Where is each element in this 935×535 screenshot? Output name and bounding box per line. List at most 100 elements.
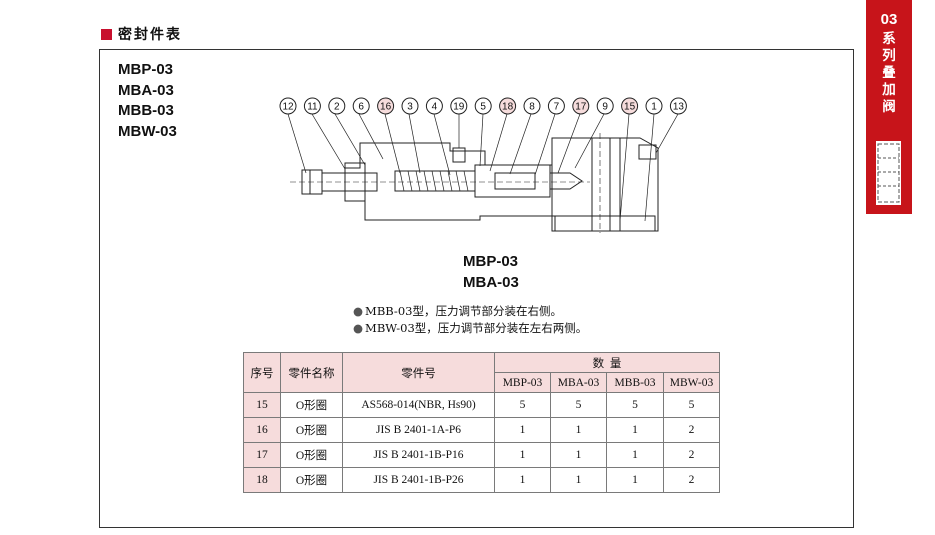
chapter-title: 系 列 叠 加 阀 bbox=[866, 31, 912, 116]
chapter-title-char: 加 bbox=[882, 82, 896, 98]
row-qty: 5 bbox=[663, 392, 720, 418]
callout-17: 17 bbox=[572, 97, 590, 115]
header-qty-mbb: MBB-03 bbox=[606, 372, 664, 393]
header-no: 序号 bbox=[243, 352, 281, 393]
row-name: O形圈 bbox=[280, 467, 343, 493]
row-qty: 2 bbox=[663, 417, 720, 443]
figure-label-mba: MBA-03 bbox=[463, 273, 519, 291]
callout-label: 17 bbox=[575, 102, 587, 113]
seal-parts-table: 序号 零件名称 零件号 数 量 MBP-03 MBA-03 MBB-03 MBW… bbox=[243, 352, 720, 493]
table-row: 17 O形圈 JIS B 2401-1B-P16 1 1 1 2 bbox=[243, 442, 720, 468]
table-row: 15 O形圈 AS568-014(NBR, Hs90) 5 5 5 5 bbox=[243, 392, 720, 418]
row-name: O形圈 bbox=[280, 442, 343, 468]
row-qty: 1 bbox=[606, 442, 664, 468]
callout-7: 7 bbox=[547, 97, 565, 115]
callout-label: 2 bbox=[334, 102, 340, 113]
callout-label: 12 bbox=[282, 102, 294, 113]
callout-13: 13 bbox=[669, 97, 687, 115]
row-part: AS568-014(NBR, Hs90) bbox=[342, 392, 495, 418]
callout-1: 1 bbox=[645, 97, 663, 115]
header-part-number: 零件号 bbox=[342, 352, 495, 393]
note-item: ●MBB-03型，压力调节部分装在右侧。 bbox=[353, 303, 587, 320]
callout-label: 6 bbox=[358, 102, 364, 113]
note-mbb: MBB-03型，压力调节部分装在右侧。 bbox=[365, 304, 562, 318]
note-mbw: MBW-03型，压力调节部分装在左右两侧。 bbox=[365, 321, 588, 335]
chapter-title-char: 系 bbox=[882, 31, 896, 47]
chapter-title-char: 列 bbox=[882, 48, 896, 64]
callout-label: 15 bbox=[624, 102, 636, 113]
callout-12: 12 bbox=[279, 97, 297, 115]
callout-label: 5 bbox=[480, 102, 486, 113]
callout-label: 18 bbox=[502, 102, 514, 113]
callout-label: 19 bbox=[453, 102, 465, 113]
figure-label: MBP-03 MBA-03 bbox=[463, 252, 519, 293]
row-no: 15 bbox=[243, 392, 281, 418]
section-title: 密封件表 bbox=[118, 27, 182, 43]
row-qty: 5 bbox=[606, 392, 664, 418]
note-item: ●MBW-03型，压力调节部分装在左右两侧。 bbox=[353, 320, 587, 337]
row-qty: 1 bbox=[606, 417, 664, 443]
row-part: JIS B 2401-1B-P26 bbox=[342, 467, 495, 493]
row-qty: 1 bbox=[494, 417, 551, 443]
row-qty: 2 bbox=[663, 467, 720, 493]
callout-label: 1 bbox=[651, 102, 657, 113]
callout-19: 19 bbox=[450, 97, 468, 115]
chapter-index-box bbox=[876, 141, 901, 205]
row-qty: 1 bbox=[606, 467, 664, 493]
model-mbw: MBW-03 bbox=[118, 122, 177, 140]
table-row: 16 O形圈 JIS B 2401-1A-P6 1 1 1 2 bbox=[243, 417, 720, 443]
content-frame bbox=[99, 49, 854, 528]
callout-label: 8 bbox=[529, 102, 535, 113]
callout-4: 4 bbox=[425, 97, 443, 115]
chapter-side-tab: 03 系 列 叠 加 阀 bbox=[866, 0, 912, 214]
callout-16: 16 bbox=[377, 97, 395, 115]
row-qty: 1 bbox=[550, 417, 607, 443]
header-quantity: 数 量 bbox=[494, 352, 720, 373]
callout-18: 18 bbox=[499, 97, 517, 115]
row-part: JIS B 2401-1A-P6 bbox=[342, 417, 495, 443]
bullet-icon: ● bbox=[353, 321, 364, 335]
table-row: 18 O形圈 JIS B 2401-1B-P26 1 1 1 2 bbox=[243, 467, 720, 493]
callout-label: 16 bbox=[380, 102, 392, 113]
callout-label: 3 bbox=[407, 102, 413, 113]
row-no: 18 bbox=[243, 467, 281, 493]
notes: ●MBB-03型，压力调节部分装在右侧。 ●MBW-03型，压力调节部分装在左右… bbox=[353, 303, 587, 337]
row-no: 16 bbox=[243, 417, 281, 443]
callout-3: 3 bbox=[401, 97, 419, 115]
row-qty: 2 bbox=[663, 442, 720, 468]
callout-label: 4 bbox=[432, 102, 438, 113]
callout-label: 7 bbox=[554, 102, 560, 113]
model-mba: MBA-03 bbox=[118, 81, 174, 99]
chapter-title-char: 叠 bbox=[882, 65, 896, 81]
header-qty-mbw: MBW-03 bbox=[663, 372, 720, 393]
callout-5: 5 bbox=[474, 97, 492, 115]
header-part-name: 零件名称 bbox=[280, 352, 343, 393]
header-qty-mba: MBA-03 bbox=[550, 372, 607, 393]
section-header: 密封件表 bbox=[101, 24, 182, 44]
row-qty: 1 bbox=[494, 442, 551, 468]
chapter-title-char: 阀 bbox=[882, 99, 896, 115]
header-qty-mbp: MBP-03 bbox=[494, 372, 551, 393]
callout-label: 13 bbox=[673, 102, 685, 113]
row-name: O形圈 bbox=[280, 392, 343, 418]
callout-8: 8 bbox=[523, 97, 541, 115]
section-marker bbox=[101, 28, 112, 40]
bullet-icon: ● bbox=[353, 304, 364, 318]
index-box-icon bbox=[877, 143, 900, 203]
callout-9: 9 bbox=[596, 97, 614, 115]
model-list: MBP-03 MBA-03 MBB-03 MBW-03 bbox=[118, 60, 177, 142]
row-part: JIS B 2401-1B-P16 bbox=[342, 442, 495, 468]
model-mbb: MBB-03 bbox=[118, 102, 174, 119]
callout-2: 2 bbox=[328, 97, 346, 115]
row-qty: 5 bbox=[550, 392, 607, 418]
callout-label: 9 bbox=[602, 102, 608, 113]
figure-label-mbp: MBP-03 bbox=[463, 253, 519, 270]
row-qty: 5 bbox=[494, 392, 551, 418]
chapter-number: 03 bbox=[880, 11, 898, 28]
row-qty: 1 bbox=[494, 467, 551, 493]
row-name: O形圈 bbox=[280, 417, 343, 443]
callout-6: 6 bbox=[352, 97, 370, 115]
row-qty: 1 bbox=[550, 467, 607, 493]
